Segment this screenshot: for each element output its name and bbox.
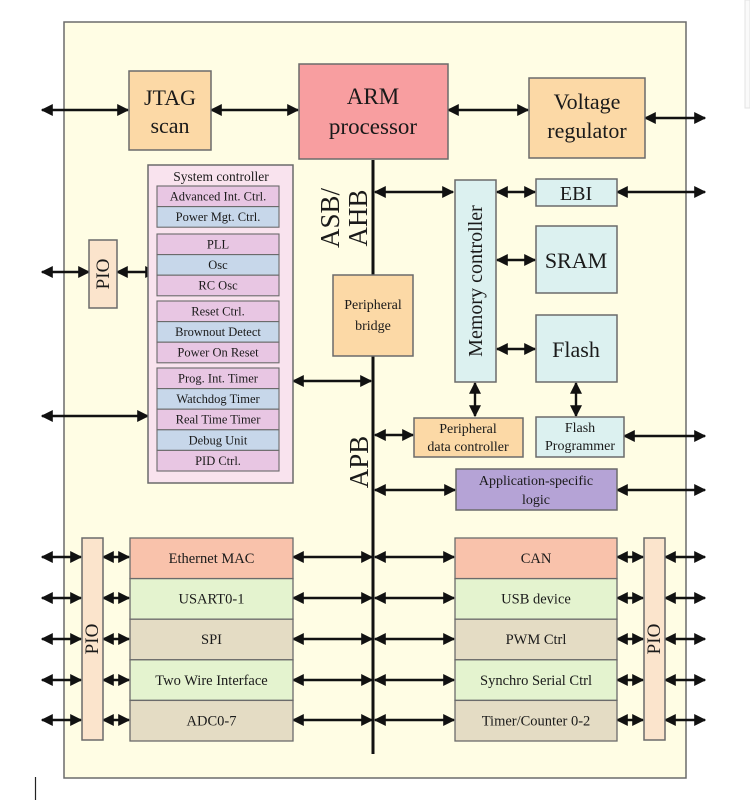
peripheral-box [129, 659, 294, 702]
peripheral-label: Synchro Serial Ctrl [480, 673, 592, 689]
arm-processor-box [298, 63, 449, 160]
pio-label-left: PIO [82, 624, 103, 655]
peripheral-label: USART0-1 [179, 592, 245, 608]
peripheral-label: Two Wire Interface [155, 673, 267, 689]
peripheral-box [129, 699, 294, 742]
flash-programmer-label-2: Programmer [545, 439, 615, 454]
peripheral-box [454, 699, 618, 742]
system-controller-title: System controller [173, 169, 269, 184]
sysctrl-cell-label: Debug Unit [189, 433, 248, 447]
sysctrl-cell-label: Real Time Timer [176, 413, 262, 427]
pdc-label-1: Peripheral [439, 422, 497, 437]
ebi-label: EBI [560, 183, 592, 205]
sysctrl-cell-label: PLL [207, 238, 229, 252]
voltage-regulator-box [528, 77, 646, 159]
application-logic-box [455, 468, 618, 511]
peripheral-box [129, 618, 294, 661]
peripheral-bridge-box [332, 274, 414, 357]
app-logic-label-2: logic [522, 493, 550, 508]
ahb-label: AHB [343, 189, 373, 246]
peripheral-data-controller-box [413, 417, 524, 458]
peripheral-box [454, 659, 618, 702]
bridge-label-2: bridge [355, 319, 391, 334]
sysctrl-cell [156, 341, 280, 364]
app-logic-label-1: Application-specific [479, 474, 593, 489]
peripheral-label: ADC0-7 [187, 713, 237, 729]
memory-controller-label: Memory controller [465, 205, 487, 357]
peripheral-box [454, 537, 618, 580]
sysctrl-cell-label: Reset Ctrl. [191, 305, 244, 319]
apb-label: APB [344, 436, 374, 489]
arm-label-2: processor [329, 114, 417, 139]
asb-ahb-label: ASB/ AHB [315, 187, 373, 248]
ebi-box [535, 178, 618, 207]
pio-box-right [643, 537, 666, 741]
flash-programmer-label-1: Flash [565, 421, 595, 436]
sysctrl-cell [156, 449, 280, 472]
pdc-label-2: data controller [427, 440, 509, 455]
peripheral-label: USB device [501, 592, 571, 608]
sram-box [535, 225, 618, 294]
sysctrl-cell-label: PID Ctrl. [195, 454, 241, 468]
sysctrl-cell-label: Advanced Int. Ctrl. [170, 190, 267, 204]
pio-box-system [88, 239, 118, 309]
pio-label-right: PIO [644, 624, 665, 655]
sysctrl-cell-label: Osc [208, 258, 228, 272]
sysctrl-cell-label: RC Osc [198, 279, 238, 293]
sysctrl-cell-label: Prog. Int. Timer [178, 372, 259, 386]
jtag-label-2: scan [150, 113, 189, 138]
pio-label-system: PIO [93, 259, 114, 290]
memory-controller-box [454, 179, 497, 383]
peripheral-box [454, 618, 618, 661]
peripheral-label: CAN [521, 551, 552, 567]
peripheral-label: Timer/Counter 0-2 [482, 713, 591, 729]
jtag-box [128, 70, 212, 151]
flash-label: Flash [552, 337, 600, 362]
asb-label: ASB/ [315, 187, 345, 248]
sysctrl-cell-label: Watchdog Timer [176, 392, 260, 406]
flash-programmer-box [535, 416, 625, 458]
sysctrl-cell [156, 274, 280, 297]
voltage-label-2: regulator [547, 118, 627, 143]
sysctrl-cell-label: Power On Reset [177, 346, 259, 360]
arm-label-1: ARM [347, 84, 399, 109]
sysctrl-cell [156, 206, 280, 228]
peripheral-label: PWM Ctrl [506, 632, 567, 648]
sysctrl-cell-label: Power Mgt. Ctrl. [176, 210, 261, 224]
bridge-label-1: Peripheral [344, 298, 402, 313]
sram-label: SRAM [545, 248, 607, 273]
voltage-label-1: Voltage [554, 89, 621, 114]
peripheral-label: Ethernet MAC [169, 551, 255, 567]
peripheral-box [129, 577, 294, 620]
edge-panel [744, 0, 750, 109]
system-controller-cells: Advanced Int. Ctrl. Power Mgt. Ctrl. PLL Os… [156, 185, 280, 472]
peripheral-label: SPI [201, 632, 222, 648]
jtag-label-1: JTAG [144, 85, 196, 110]
pio-box-left [81, 537, 104, 741]
peripheral-box [129, 537, 294, 580]
sysctrl-cell-label: Brownout Detect [175, 325, 261, 339]
flash-box [535, 314, 618, 383]
